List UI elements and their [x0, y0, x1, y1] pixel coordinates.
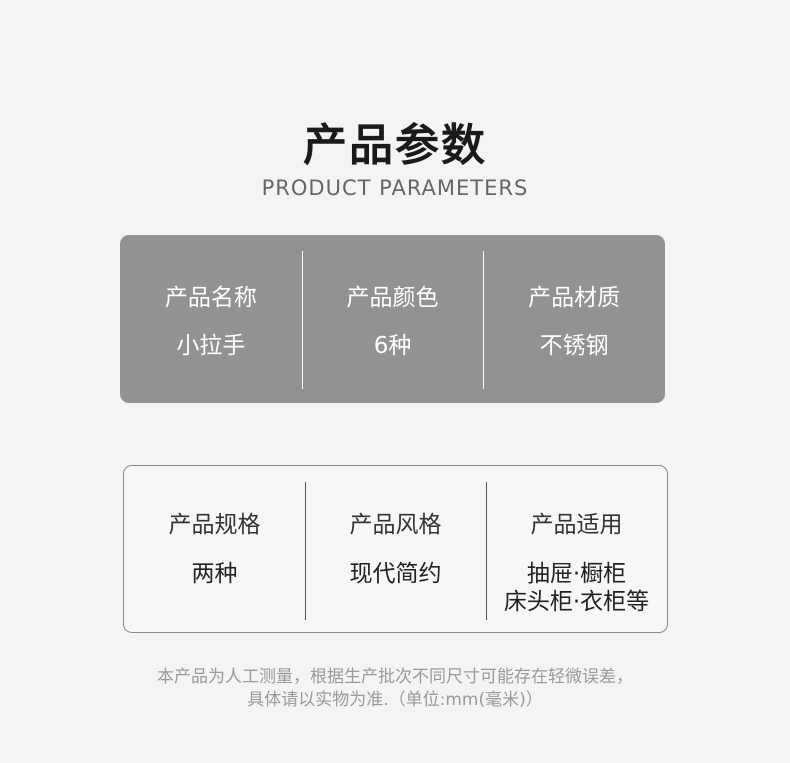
param-cell-color: 产品颜色 6种	[301, 235, 484, 403]
note-line: 本产品为人工测量，根据生产批次不同尺寸可能存在轻微误差，	[157, 667, 633, 687]
param-label: 产品风格	[349, 512, 442, 538]
page-subtitle: PRODUCT PARAMETERS	[261, 176, 529, 200]
param-cell-usage: 产品适用 抽屉·橱柜 床头柜·衣柜等	[486, 466, 667, 632]
param-cell-material: 产品材质 不锈钢	[483, 235, 665, 403]
page-title: 产品参数	[303, 120, 487, 171]
params-card-top: 产品名称 小拉手 产品颜色 6种 产品材质 不锈钢	[120, 235, 665, 403]
params-card-bottom: 产品规格 两种 产品风格 现代简约 产品适用 抽屉·橱柜 床头柜·衣柜等	[123, 465, 668, 633]
param-value: 6种	[373, 333, 412, 359]
param-label: 产品颜色	[346, 285, 439, 311]
param-value-line: 抽屉·橱柜	[526, 561, 627, 587]
param-value-line: 床头柜·衣柜等	[503, 589, 650, 615]
param-value: 抽屉·橱柜 床头柜·衣柜等	[486, 560, 667, 616]
divider	[486, 482, 487, 620]
param-value: 小拉手	[176, 333, 246, 359]
param-label: 产品名称	[164, 285, 257, 311]
param-label: 产品规格	[168, 512, 261, 538]
measurement-note: 本产品为人工测量，根据生产批次不同尺寸可能存在轻微误差， 具体请以实物为准.（单…	[0, 666, 790, 712]
divider	[301, 251, 303, 389]
param-cell-name: 产品名称 小拉手	[120, 235, 302, 403]
divider	[305, 482, 306, 620]
divider	[483, 251, 485, 389]
param-value: 不锈钢	[539, 333, 609, 359]
param-label: 产品适用	[530, 512, 623, 538]
param-cell-spec: 产品规格 两种	[124, 466, 305, 632]
param-label: 产品材质	[528, 285, 621, 311]
param-value: 现代简约	[349, 561, 442, 587]
param-cell-style: 产品风格 现代简约	[305, 466, 486, 632]
param-value: 两种	[191, 561, 238, 587]
note-line: 具体请以实物为准.（单位:mm(毫米)）	[247, 690, 543, 710]
